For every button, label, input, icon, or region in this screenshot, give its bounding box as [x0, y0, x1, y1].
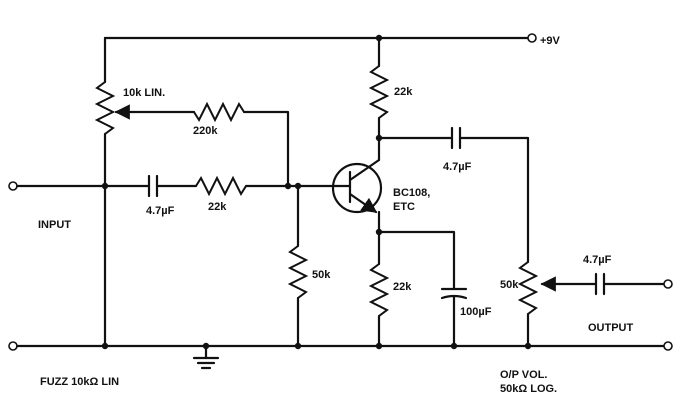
feedback-resistor-label: 220k: [193, 125, 218, 137]
output-label: OUTPUT: [588, 322, 634, 334]
output-coupling-capacitor-label: 4.7µF: [443, 161, 472, 173]
input-label: INPUT: [38, 219, 71, 231]
opvol-caption-line1: O/P VOL.: [500, 369, 547, 381]
output-terminal[interactable]: [663, 279, 673, 289]
ground-terminal-right[interactable]: [663, 341, 673, 351]
opvol-caption-line2: 50kΩ LOG.: [500, 383, 557, 395]
input-terminal[interactable]: [8, 181, 18, 191]
output-pot-value-label: 50k: [500, 279, 519, 291]
output-capacitor: [594, 272, 666, 296]
supply-label: +9V: [540, 35, 561, 47]
fuzz-potentiometer: [94, 36, 131, 348]
collector-resistor-22k: [368, 36, 390, 162]
ground-terminal-left[interactable]: [8, 341, 18, 351]
input-capacitor-label: 4.7µF: [146, 205, 175, 217]
output-capacitor-label: 4.7µF: [583, 254, 612, 266]
emitter-resistor-label: 22k: [393, 281, 412, 293]
collector-resistor-label: 22k: [394, 86, 413, 98]
transistor-label: BC108,: [393, 187, 430, 199]
emitter-resistor-22k: [368, 210, 390, 348]
transistor-etc-label: ETC: [393, 201, 415, 213]
input-resistor-label: 22k: [208, 201, 227, 213]
bias-resistor-50k: [287, 184, 309, 348]
feedback-resistor-220k: [114, 101, 290, 188]
output-volume-potentiometer: [517, 261, 598, 348]
emitter-capacitor-label: 100µF: [460, 306, 492, 318]
emitter-bypass-capacitor: [377, 230, 468, 348]
output-coupling-capacitor: [377, 126, 530, 264]
ground-rail: [8, 341, 673, 351]
supply-rail: [103, 33, 537, 43]
junction-dots: [101, 34, 532, 350]
transistor-bc108: [331, 158, 383, 214]
ground-symbol: [192, 344, 220, 370]
fuzz-pot-value-label: 10k LIN.: [123, 87, 165, 99]
fuzz-caption: FUZZ 10kΩ LIN: [40, 376, 119, 388]
bias-resistor-label: 50k: [312, 269, 331, 281]
input-line: [15, 174, 340, 198]
supply-terminal[interactable]: [527, 33, 537, 43]
